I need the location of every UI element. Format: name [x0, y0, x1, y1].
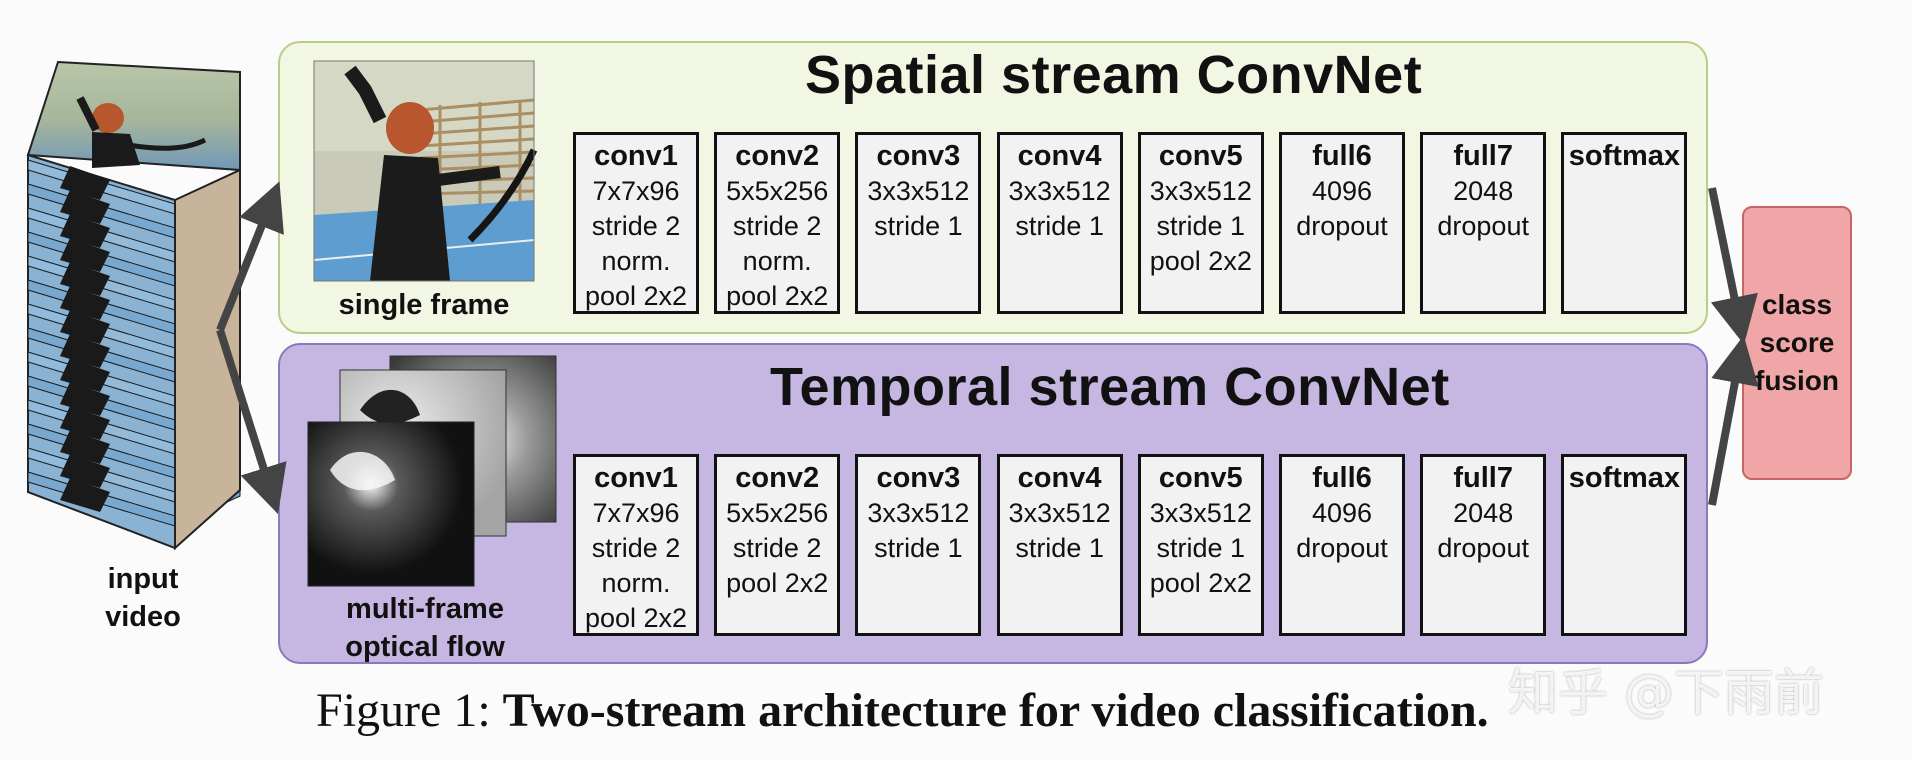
- layer-spec: stride 1: [874, 533, 963, 563]
- arrow-spatial-to-fusion: [1708, 187, 1758, 345]
- layer-name: conv2: [735, 462, 820, 494]
- layer-spec: stride 2: [591, 533, 681, 563]
- layer-spec: norm.: [742, 246, 812, 276]
- watermark: 知乎 @下雨前: [1508, 664, 1824, 722]
- spatial-layer-full7: full7 2048 dropout: [1420, 132, 1547, 314]
- layer-name: softmax: [1568, 462, 1680, 494]
- layer-spec: 3x3x512: [1149, 176, 1252, 206]
- layer-name: conv3: [876, 140, 961, 172]
- layer-spec: stride 1: [1156, 533, 1246, 563]
- layer-name: full6: [1312, 462, 1372, 494]
- layer-spec: 4096: [1311, 176, 1373, 206]
- temporal-layer-full6: full6 4096 dropout: [1279, 454, 1405, 636]
- arrow-temporal-to-fusion: [1708, 335, 1759, 506]
- layer-spec: 3x3x512: [1008, 176, 1111, 206]
- optical-flow-label-line1: multi-frame: [346, 593, 504, 625]
- caption-text: Two-stream architecture for video classi…: [502, 684, 1489, 737]
- layer-name: conv1: [594, 462, 678, 494]
- layer-name: conv1: [594, 140, 678, 172]
- fusion-line2: score: [1759, 327, 1835, 358]
- layer-spec: 3x3x512: [867, 498, 970, 528]
- layer-spec: norm.: [601, 246, 671, 276]
- layer-name: conv4: [1017, 462, 1102, 494]
- layer-spec: stride 1: [1156, 211, 1246, 241]
- layer-name: full6: [1312, 140, 1372, 172]
- layer-spec: stride 2: [732, 533, 822, 563]
- layer-spec: 3x3x512: [1149, 498, 1252, 528]
- spatial-layer-conv3: conv3 3x3x512 stride 1: [855, 132, 982, 314]
- layer-name: conv3: [876, 462, 961, 494]
- layer-spec: stride 2: [732, 211, 822, 241]
- fusion-line1: class: [1761, 289, 1833, 320]
- temporal-layer-conv3: conv3 3x3x512 stride 1: [855, 454, 982, 636]
- temporal-layer-full7: full7 2048 dropout: [1420, 454, 1547, 636]
- layer-spec: pool 2x2: [726, 568, 829, 598]
- fusion-line3: fusion: [1755, 365, 1839, 396]
- layer-spec: stride 2: [591, 211, 681, 241]
- layer-spec: 2048: [1453, 176, 1514, 206]
- layer-spec: 3x3x512: [1008, 498, 1111, 528]
- layer-name: conv5: [1158, 462, 1243, 494]
- spatial-layer-softmax: softmax: [1561, 132, 1688, 314]
- optical-flow-label-line2: optical flow: [345, 631, 505, 663]
- optical-flow-label: multi-frame optical flow: [308, 590, 542, 666]
- arrow-to-spatial: [216, 181, 284, 332]
- layer-spec: 5x5x256: [726, 498, 829, 528]
- layer-spec: stride 1: [1015, 533, 1104, 563]
- layer-spec: pool 2x2: [1149, 568, 1252, 598]
- layer-spec: 7x7x96: [592, 498, 680, 528]
- arrow-to-temporal: [216, 328, 287, 515]
- input-label-line1: input: [107, 563, 179, 595]
- layer-name: conv4: [1017, 140, 1102, 172]
- layer-spec: pool 2x2: [584, 281, 688, 311]
- input-video-label: input video: [88, 560, 198, 636]
- layer-name: softmax: [1568, 140, 1680, 172]
- temporal-layer-conv1: conv1 7x7x96 stride 2 norm. pool 2x2: [573, 454, 699, 636]
- single-frame-label: single frame: [338, 289, 510, 321]
- layer-spec: 2048: [1453, 498, 1514, 528]
- input-label-line2: video: [105, 601, 181, 633]
- layer-spec: stride 1: [874, 211, 963, 241]
- layer-spec: 5x5x256: [726, 176, 829, 206]
- layer-spec: 7x7x96: [592, 176, 680, 206]
- layer-spec: dropout: [1437, 533, 1529, 563]
- layer-spec: dropout: [1296, 211, 1388, 241]
- caption-prefix: Figure 1:: [316, 684, 491, 737]
- layer-name: full7: [1453, 462, 1513, 494]
- layer-spec: dropout: [1296, 533, 1388, 563]
- layer-spec: dropout: [1437, 211, 1529, 241]
- layer-name: conv2: [735, 140, 820, 172]
- layer-spec: 3x3x512: [867, 176, 970, 206]
- temporal-stream-title: Temporal stream ConvNet: [770, 357, 1450, 417]
- temporal-layer-conv5: conv5 3x3x512 stride 1 pool 2x2: [1137, 454, 1264, 636]
- temporal-layer-conv2: conv2 5x5x256 stride 2 pool 2x2: [714, 454, 841, 636]
- figure-caption: Figure 1: Two-stream architecture for vi…: [316, 683, 1489, 738]
- spatial-layer-conv1: conv1 7x7x96 stride 2 norm. pool 2x2: [573, 132, 699, 314]
- layer-spec: pool 2x2: [1149, 246, 1252, 276]
- temporal-layer-conv4: conv4 3x3x512 stride 1: [996, 454, 1123, 636]
- layer-name: full7: [1453, 140, 1513, 172]
- class-score-fusion-box: class score fusion: [1742, 206, 1852, 480]
- spatial-layer-conv2: conv2 5x5x256 stride 2 norm. pool 2x2: [714, 132, 841, 314]
- spatial-stream-title: Spatial stream ConvNet: [805, 45, 1423, 105]
- layer-name: conv5: [1158, 140, 1243, 172]
- temporal-layer-softmax: softmax: [1561, 454, 1688, 636]
- layer-spec: norm.: [601, 568, 671, 598]
- spatial-layer-full6: full6 4096 dropout: [1279, 132, 1405, 314]
- spatial-layer-conv5: conv5 3x3x512 stride 1 pool 2x2: [1137, 132, 1264, 314]
- layer-spec: pool 2x2: [726, 281, 829, 311]
- layer-spec: stride 1: [1015, 211, 1104, 241]
- spatial-layer-conv4: conv4 3x3x512 stride 1: [996, 132, 1123, 314]
- layer-spec: 4096: [1311, 498, 1373, 528]
- layer-spec: pool 2x2: [584, 603, 688, 633]
